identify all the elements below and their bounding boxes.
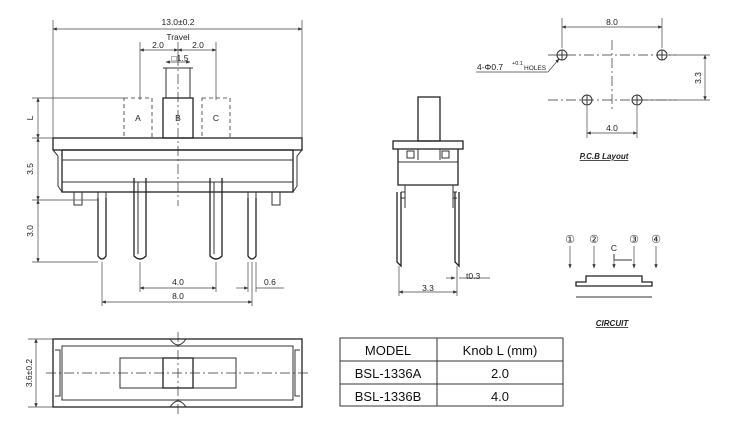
- circuit: ① ② ③ ④ C CIRCUIT: [565, 234, 661, 328]
- circuit-title: CIRCUIT: [596, 319, 630, 328]
- overall-width-label: 13.0±0.2: [161, 17, 194, 27]
- pcb-row-spacing-label: 3.3: [693, 72, 703, 84]
- table-cell-model: BSL-1336B: [355, 389, 422, 404]
- table-header-knob: Knob L (mm): [463, 343, 538, 358]
- knob-position-a: [123, 97, 153, 139]
- pos-c-label: C: [213, 113, 219, 123]
- table-cell-knob: 2.0: [491, 366, 509, 381]
- circuit-common-label: C: [611, 243, 617, 253]
- travel-label: Travel: [166, 32, 189, 42]
- travel-left-label: 2.0: [152, 40, 164, 50]
- switch-frame: [52, 137, 303, 151]
- pin-pitch-inner-label: 4.0: [172, 277, 184, 287]
- end-pin-spacing-label: 3.3: [422, 283, 434, 293]
- end-pin-thickness-label: t0.3: [466, 271, 480, 281]
- end-knob: [417, 96, 441, 142]
- pcb-layout-title: P.C.B Layout: [580, 152, 629, 161]
- circuit-slider-contact: [575, 275, 653, 287]
- circuit-pin-1: ①: [565, 234, 575, 246]
- knob-position-c: [201, 97, 231, 139]
- pcb-layout: 8.0 4-Φ0.7 +0.1 HOLES 3.3 4.0 P.C.B Layo…: [476, 17, 710, 161]
- dim-l-label: L: [25, 115, 35, 120]
- pcb-width-label: 8.0: [606, 17, 618, 27]
- dim-height-label: 3.5: [25, 163, 35, 175]
- model-table: MODEL Knob L (mm) BSL-1336A 2.0 BSL-1336…: [339, 337, 564, 407]
- side-view: 13.0±0.2 Travel 2.0 2.0 □1.5 A B C: [25, 17, 303, 306]
- pcb-holes-suffix: HOLES: [524, 65, 547, 72]
- circuit-pin-2: ②: [589, 234, 599, 246]
- knob-width-label: □1.5: [172, 53, 189, 63]
- dim-pin-length-label: 3.0: [25, 225, 35, 237]
- table-cell-model: BSL-1336A: [355, 366, 422, 381]
- pcb-holes-tolerance: +0.1: [512, 61, 523, 67]
- pin-width-label: 0.6: [264, 277, 276, 287]
- pin-pitch-outer-label: 8.0: [172, 291, 184, 301]
- top-height-label: 3.6±0.2: [24, 359, 34, 388]
- pcb-holes-label: 4-Φ0.7: [477, 62, 503, 72]
- circuit-pin-3: ③: [629, 234, 639, 246]
- circuit-pin-4: ④: [651, 234, 661, 246]
- pos-a-label: A: [135, 113, 141, 123]
- pcb-pitch-label: 4.0: [606, 123, 618, 133]
- travel-right-label: 2.0: [192, 40, 204, 50]
- end-frame: [392, 140, 464, 150]
- end-view: 3.3 t0.3: [392, 96, 490, 296]
- table-cell-knob: 4.0: [491, 389, 509, 404]
- switch-body: [61, 149, 294, 193]
- table-header-model: MODEL: [365, 343, 411, 358]
- top-view: 3.6±0.2: [24, 332, 310, 414]
